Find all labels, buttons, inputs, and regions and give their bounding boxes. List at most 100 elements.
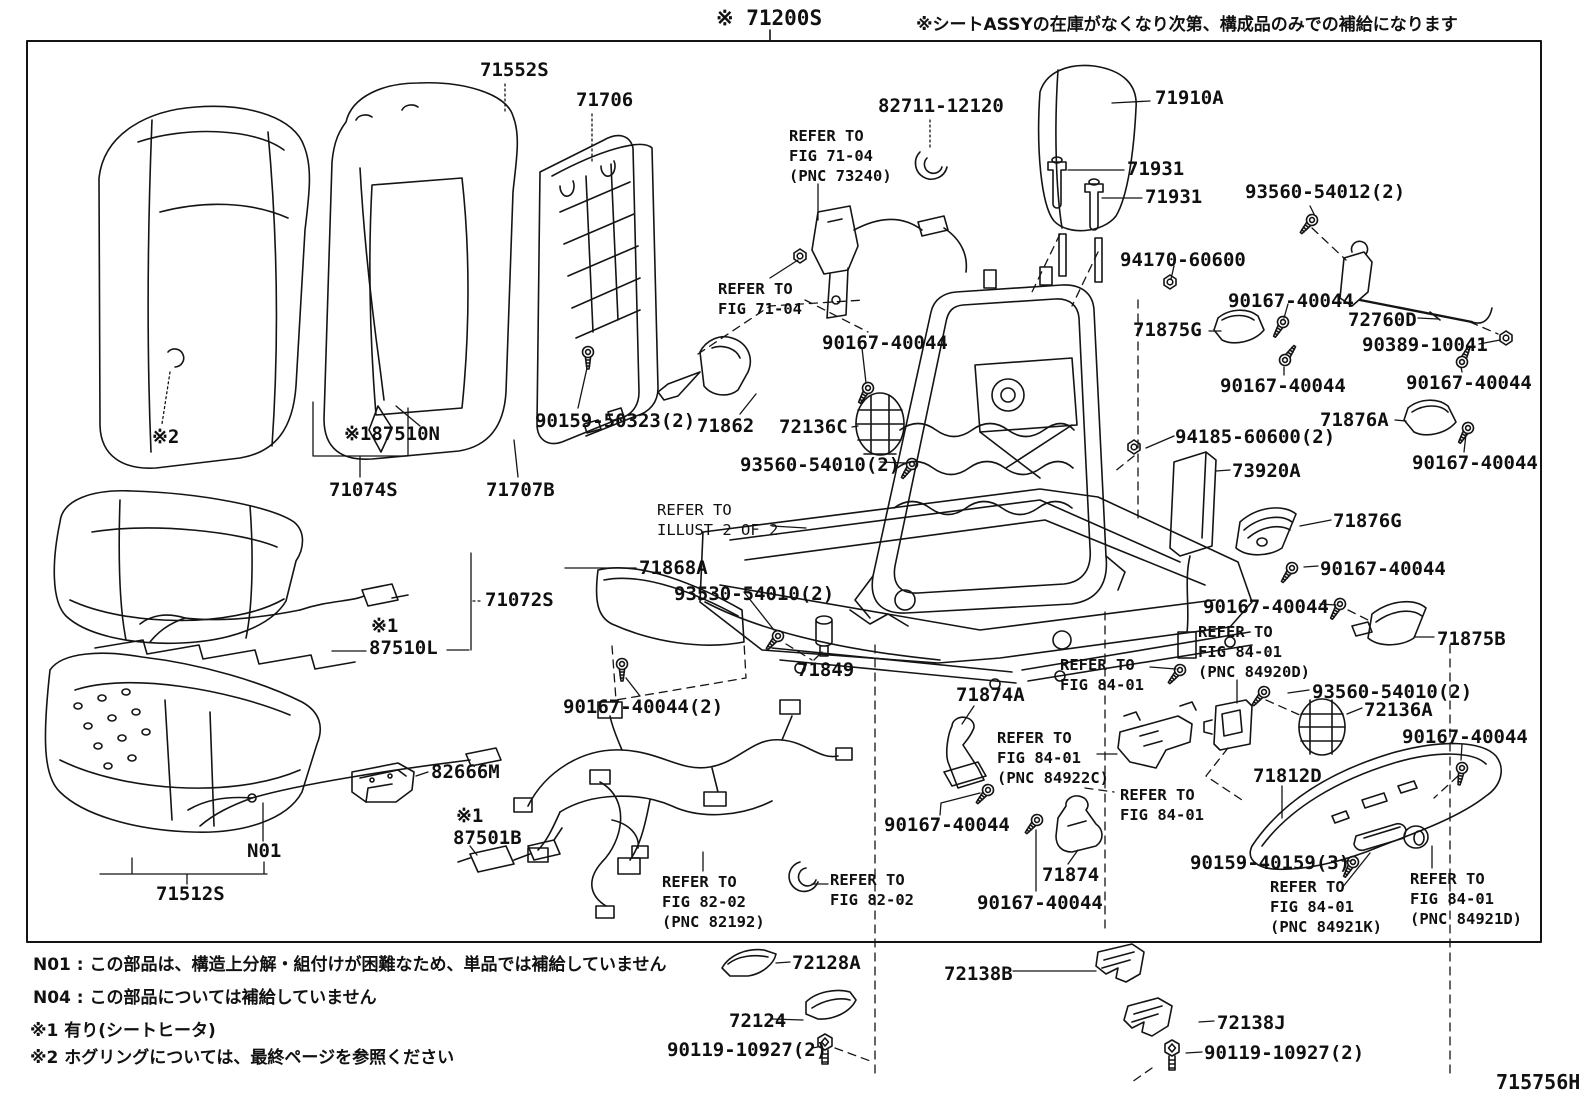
part-label-90167-40044-h: 90167-40044 (1402, 726, 1528, 748)
grommet-drawing (856, 393, 1345, 755)
part-label-72128A: 72128A (792, 952, 861, 974)
headrest-support-drawing (1048, 157, 1103, 230)
footnote-mark1: ※1 有り(シートヒータ) (30, 1021, 216, 1041)
seat-cushion-frame-drawing (700, 489, 1252, 689)
part-label-71812D: 71812D (1253, 765, 1322, 787)
part-label-harness-mark1: ※1 (456, 805, 484, 827)
seat-back-cover-drawing (99, 106, 309, 468)
part-label-71862: 71862 (697, 415, 755, 437)
part-label-71876A: 71876A (1320, 409, 1389, 431)
part-label-hogring-mark: ※2 (152, 426, 180, 448)
part-label-72138J: 72138J (1217, 1012, 1286, 1034)
part-label-refer-fig84-01-upper: REFER TO FIG 84-01 (1060, 656, 1144, 695)
assembly-notice-text: ※シートASSYの在庫がなくなり次第、構成品のみでの補給になります (916, 15, 1458, 35)
part-label-90167-40044-d: 90167-40044 (1406, 372, 1532, 394)
part-label-71707B: 71707B (486, 479, 555, 501)
part-label-refer-fig84-01-pnc84922C: REFER TO FIG 84-01 (PNC 84922C) (997, 729, 1109, 788)
wiring-harness-drawing (514, 700, 852, 918)
part-label-71074S: 71074S (329, 479, 398, 501)
part-label-refer-fig71-04-pnc73240: REFER TO FIG 71-04 (PNC 73240) (789, 127, 892, 186)
seat-back-pad-drawing (324, 83, 517, 459)
part-label-90167-40044-a: 90167-40044 (1228, 290, 1354, 312)
part-label-refer-fig82-02: REFER TO FIG 82-02 (830, 871, 914, 910)
part-label-71072S: 71072S (485, 589, 554, 611)
part-label-part-note-N01: N01 (247, 840, 282, 862)
diagram-frame-border (27, 30, 1541, 942)
part-label-87501B: 87501B (453, 827, 522, 849)
seat-back-frame-drawing (855, 267, 1125, 618)
part-label-93560-54012: 93560-54012(2) (1245, 181, 1406, 203)
part-label-refer-fig84-01-lower: REFER TO FIG 84-01 (1120, 786, 1204, 825)
part-label-heater-mark1: ※1 (371, 615, 399, 637)
part-label-71512S: 71512S (156, 883, 225, 905)
cover-perforations (74, 689, 150, 769)
part-label-90167-40044-x2: 90167-40044(2) (563, 696, 724, 718)
track-cover-drawings (722, 944, 1172, 1036)
part-label-90119-10927-b: 90119-10927(2) (1204, 1042, 1365, 1064)
seat-cushion-shield-drawing (597, 568, 744, 645)
footnote-N01: N01 : この部品は、構造上分解・組付けが困難なため、単品では補給していません (33, 955, 667, 975)
bracket-82666M-drawing (352, 763, 414, 802)
part-label-73920A: 73920A (1232, 460, 1301, 482)
part-label-71874: 71874 (1042, 864, 1100, 886)
fastener-drawings (581, 211, 1513, 1071)
part-label-71706: 71706 (576, 89, 634, 111)
part-label-71868A: 71868A (639, 557, 708, 579)
assembly-code-label: ※ 71200S (716, 6, 823, 30)
part-label-71910A: 71910A (1155, 87, 1224, 109)
recliner-lever-drawing (1340, 241, 1492, 323)
part-label-90159-40159: 90159-40159(3) (1190, 852, 1351, 874)
seat-back-board-drawing (537, 136, 658, 444)
part-label-71876G: 71876G (1333, 510, 1402, 532)
part-label-90119-10927-a: 90119-10927(2) (667, 1039, 828, 1061)
part-label-72136C: 72136C (779, 416, 848, 438)
part-label-refer-fig84-01-pnc84920D: REFER TO FIG 84-01 (PNC 84920D) (1198, 623, 1310, 682)
hook-drawings (944, 717, 1102, 852)
part-label-71875G: 71875G (1133, 319, 1202, 341)
part-label-94170-60600: 94170-60600 (1120, 249, 1246, 271)
fig84-part-drawings (1118, 700, 1252, 768)
part-label-71931-lower: 71931 (1145, 186, 1203, 208)
part-label-71849: 71849 (797, 659, 855, 681)
part-label-87510L: 87510L (369, 637, 438, 659)
part-label-90167-40044-b: 90167-40044 (822, 332, 948, 354)
part-label-94185-60600: 94185-60600(2) (1175, 426, 1336, 448)
part-label-refer-fig84-01-pnc84921K: REFER TO FIG 84-01 (PNC 84921K) (1270, 878, 1382, 937)
seat-heater-drawing (95, 584, 408, 669)
dashed-guide-lines (612, 228, 1498, 1082)
side-airbag-drawing (1170, 452, 1216, 658)
part-label-93560-54010-a: 93560-54010(2) (740, 454, 901, 476)
part-label-refer-fig82-02-pnc82192: REFER TO FIG 82-02 (PNC 82192) (662, 873, 765, 932)
part-label-71874A: 71874A (956, 684, 1025, 706)
footnote-N04: N04 : この部品については補給していません (33, 988, 377, 1008)
part-label-refer-fig84-01-pnc84921D: REFER TO FIG 84-01 (PNC 84921D) (1410, 870, 1522, 929)
leader-lines (100, 84, 1500, 1053)
part-label-refer-illust-2of2: REFER TO ILLUST 2 OF 2 (657, 501, 779, 540)
figure-document-id: 715756H (1496, 1070, 1581, 1094)
part-label-refer-fig71-04: REFER TO FIG 71-04 (718, 280, 802, 319)
part-label-93560-54010-b: 93560-54010(2) (1312, 681, 1473, 703)
part-label-90167-40044-f: 90167-40044 (1320, 558, 1446, 580)
part-label-71931-upper: 71931 (1127, 158, 1185, 180)
part-label-82711-12120: 82711-12120 (878, 95, 1004, 117)
part-label-72124: 72124 (729, 1010, 787, 1032)
part-label-87510N: ※187510N (344, 423, 440, 445)
part-label-72760D: 72760D (1348, 309, 1417, 331)
part-label-72136A: 72136A (1364, 699, 1433, 721)
part-label-90167-40044-j: 90167-40044 (977, 892, 1103, 914)
part-label-90159-50323: 90159-50323(2) (535, 410, 696, 432)
part-label-90167-40044-c: 90167-40044 (1220, 375, 1346, 397)
part-label-90167-40044-i: 90167-40044 (884, 814, 1010, 836)
part-label-72138B: 72138B (944, 963, 1013, 985)
connector-87501B-drawing (458, 828, 562, 872)
part-label-90167-40044-e: 90167-40044 (1412, 452, 1538, 474)
part-label-71875B: 71875B (1437, 628, 1506, 650)
hinge-cover-drawings (658, 310, 1456, 645)
part-label-93530-54010: 93530-54010(2) (674, 583, 835, 605)
part-label-90389-10041: 90389-10041 (1362, 334, 1488, 356)
footnote-mark2: ※2 ホグリングについては、最終ページを参照ください (30, 1048, 455, 1068)
part-label-82666M: 82666M (431, 761, 500, 783)
part-label-90167-40044-g: 90167-40044 (1203, 596, 1329, 618)
